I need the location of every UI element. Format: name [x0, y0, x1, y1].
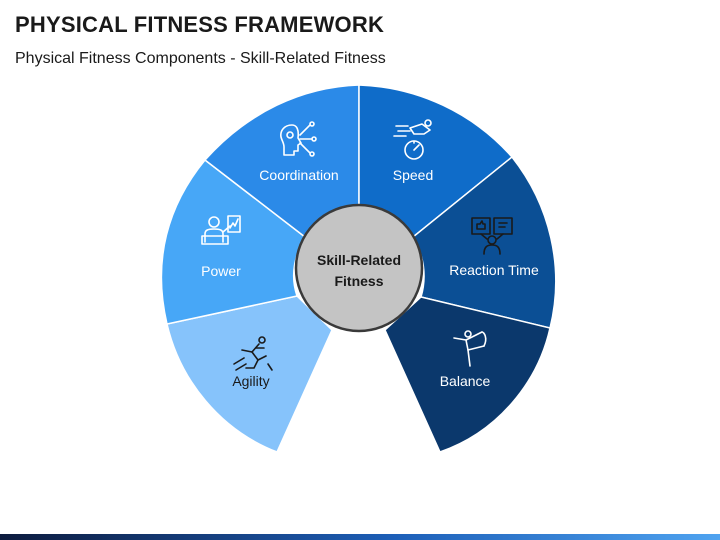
segment-label-reaction-time: Reaction Time	[449, 262, 539, 278]
center-label-line2: Fitness	[334, 273, 383, 289]
page-subtitle: Physical Fitness Components - Skill-Rela…	[15, 50, 386, 67]
center-label-line1: Skill-Related	[317, 252, 401, 268]
segment-label-agility: Agility	[232, 373, 269, 389]
center-circle	[294, 203, 424, 333]
dancer-balance-icon	[453, 330, 487, 367]
footer-accent-bar	[0, 534, 720, 540]
presenter-chart-icon	[201, 215, 241, 245]
page-title: PHYSICAL FITNESS FRAMEWORK	[15, 12, 385, 37]
segment-power[interactable]	[160, 158, 306, 325]
segment-agility[interactable]	[166, 295, 333, 453]
speedometer-icon	[393, 119, 432, 160]
segment-label-balance: Balance	[440, 373, 491, 389]
hurdle-jump-icon	[233, 336, 273, 371]
head-network-icon	[280, 121, 317, 157]
segment-label-coordination: Coordination	[259, 167, 338, 183]
segment-label-power: Power	[201, 263, 241, 279]
segment-label-speed: Speed	[393, 167, 433, 183]
feedback-screens-icon	[471, 217, 513, 255]
segment-balance[interactable]	[384, 296, 551, 453]
